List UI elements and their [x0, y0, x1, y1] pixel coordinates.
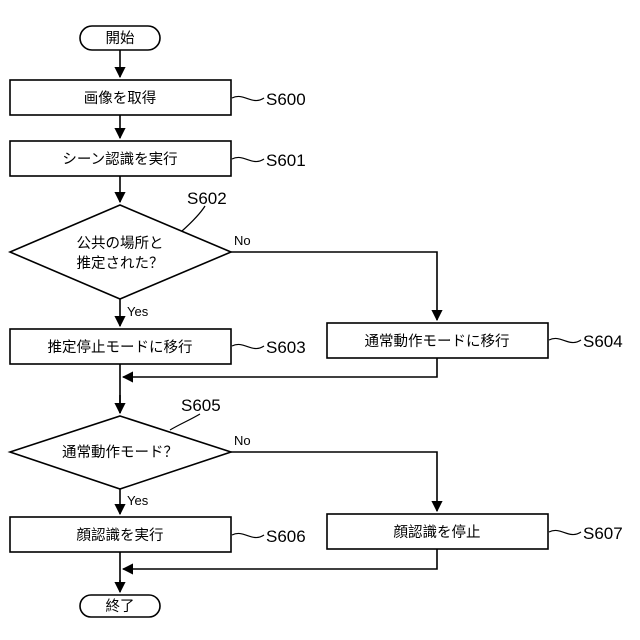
decision-public-line2: 推定された？	[77, 255, 164, 272]
step-s601: S601	[266, 151, 306, 170]
decision-public-place	[10, 205, 231, 299]
step-s602: S602	[187, 189, 227, 208]
yes-label-s605: Yes	[127, 493, 149, 508]
step-s604: S604	[583, 332, 623, 351]
step-s606: S606	[266, 527, 306, 546]
step-s603: S603	[266, 338, 306, 357]
estimate-stop-mode-label: 推定停止モードに移行	[48, 339, 193, 356]
face-recognition-stop-label: 顔認識を停止	[394, 524, 481, 541]
leader-s603	[232, 344, 264, 348]
leader-s606	[232, 533, 264, 537]
get-image-label: 画像を取得	[84, 90, 157, 107]
start-label: 開始	[106, 30, 135, 47]
arrow-s605-no	[231, 452, 437, 511]
no-label-s605: No	[234, 433, 251, 448]
step-s605: S605	[181, 396, 221, 415]
leader-s601	[232, 157, 264, 161]
leader-s607	[549, 530, 581, 534]
decision-public-line1: 公共の場所と	[77, 235, 164, 252]
yes-label-s602: Yes	[127, 304, 149, 319]
step-s600: S600	[266, 90, 306, 109]
end-label: 終了	[106, 598, 135, 615]
face-recognition-run-label: 顔認識を実行	[77, 527, 164, 544]
arrow-s602-no	[231, 252, 437, 320]
decision-normal-label: 通常動作モード？	[62, 444, 178, 461]
leader-s605	[170, 414, 200, 430]
step-s607: S607	[583, 524, 623, 543]
no-label-s602: No	[234, 233, 251, 248]
scene-recognition-label: シーン認識を実行	[62, 151, 177, 168]
leader-s602	[182, 206, 205, 231]
normal-mode-label: 通常動作モードに移行	[365, 333, 510, 350]
leader-s604	[549, 338, 581, 342]
leader-s600	[232, 96, 264, 100]
